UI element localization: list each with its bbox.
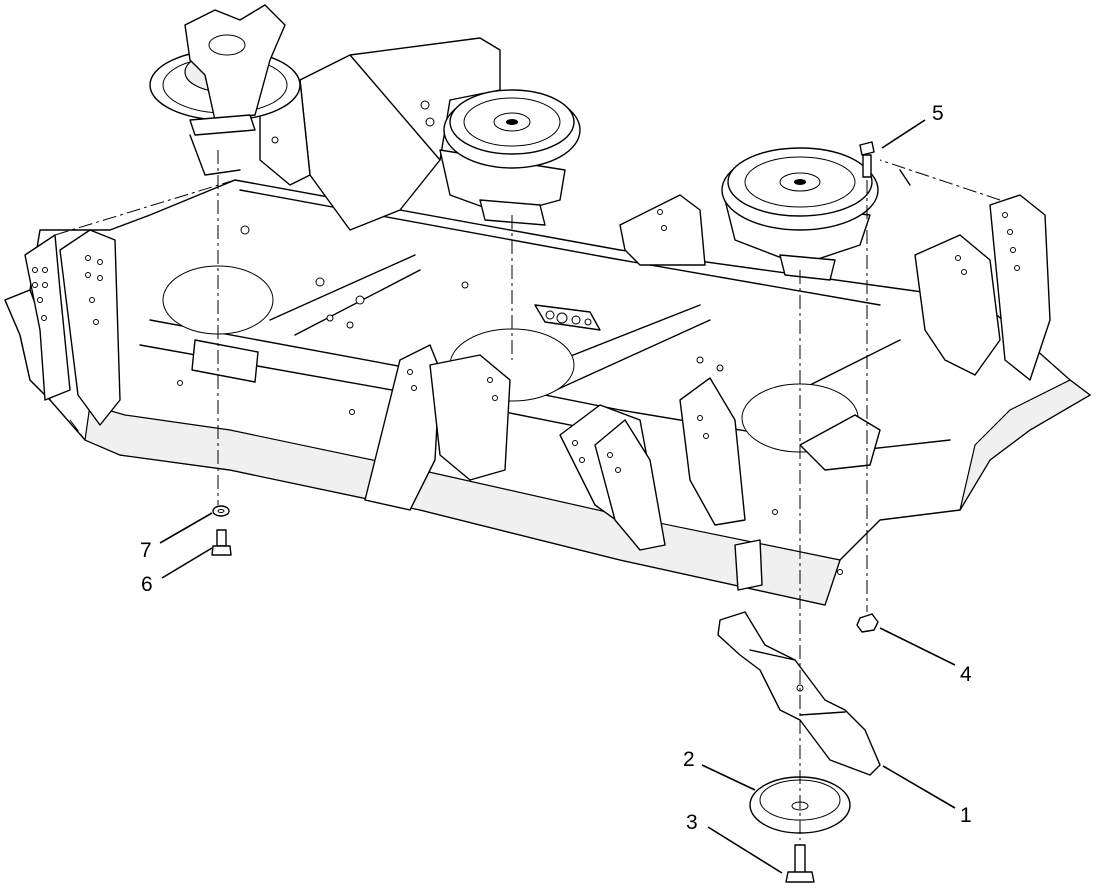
spindle-pulley-center [439, 89, 581, 226]
callout-leaders [159, 119, 956, 874]
spindle-pulley-left [149, 4, 301, 176]
center-brackets [364, 194, 746, 551]
callout-labels: 1 2 3 4 5 6 7 [140, 102, 972, 834]
bolt-top-right [859, 141, 875, 178]
washer-left [212, 505, 230, 517]
bolt-left [211, 529, 232, 556]
assembly-lines [54, 150, 1001, 840]
mower-blade [717, 611, 881, 776]
nut-lower-right [856, 613, 879, 633]
callout-1: 1 [960, 804, 972, 827]
mower-deck [4, 179, 1092, 606]
callout-7: 7 [140, 539, 152, 562]
right-brackets [914, 194, 1051, 381]
callout-2: 2 [683, 748, 695, 771]
callout-4: 4 [960, 663, 972, 686]
callout-5: 5 [932, 102, 944, 125]
spindle-pulley-right [721, 147, 911, 281]
callout-3: 3 [686, 811, 698, 834]
blade-bolt [785, 844, 815, 883]
callout-6: 6 [141, 573, 153, 596]
